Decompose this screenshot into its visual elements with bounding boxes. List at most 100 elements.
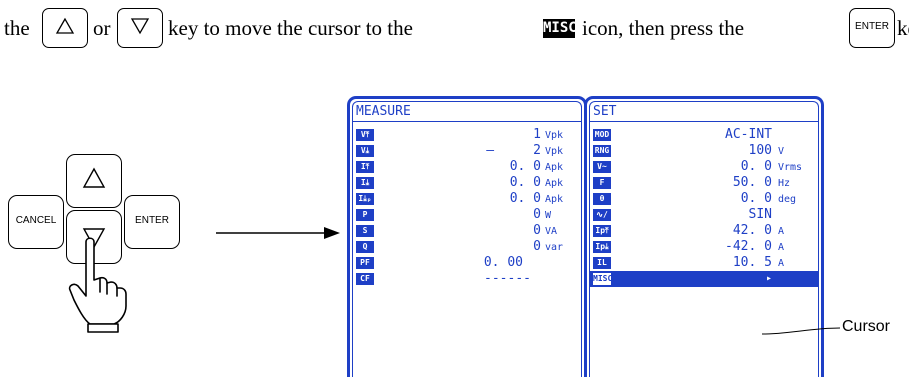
measure-screen-title: MEASURE	[353, 102, 581, 122]
measure-row-value: 0	[533, 223, 541, 238]
instruction-line: the or key to move the cursor to the MIS…	[4, 8, 909, 50]
enter-key-label: ENTER	[855, 21, 889, 32]
set-row-tag: RNG	[593, 145, 611, 157]
measure-row-value: 1	[533, 127, 541, 142]
cursor-label: Cursor	[842, 318, 891, 335]
instruction-text-2: or	[93, 16, 111, 40]
measure-row-unit: Apk	[545, 178, 564, 189]
measure-row-tag: I⤓ₚ	[356, 193, 374, 205]
set-row-value: 0. 0	[740, 191, 772, 206]
measure-row-tag: I⤒	[356, 161, 374, 173]
set-row-range[interactable]: RNG 100 V	[590, 143, 818, 159]
measure-row-value: 0. 00	[483, 255, 523, 270]
measure-row-value: 0. 0	[509, 159, 541, 174]
measure-row-unit: var	[545, 242, 564, 253]
set-row-unit: A	[778, 226, 785, 237]
set-row-value: 100	[748, 143, 772, 158]
set-row-tag: Ip⤒	[593, 225, 611, 237]
measure-row-ipk-min: I⤓ 0. 0 Apk	[353, 175, 581, 191]
cancel-key-label: CANCEL	[15, 215, 57, 226]
set-row-unit: A	[778, 258, 785, 269]
set-row-value: 0. 0	[740, 159, 772, 174]
measure-row-power-factor: PF 0. 00	[353, 255, 581, 271]
set-row-waveform[interactable]: ∿∕ SIN	[590, 207, 818, 223]
up-key-icon	[42, 8, 88, 48]
measure-row-value: – 2	[486, 143, 541, 158]
set-row-unit: Vrms	[778, 162, 803, 173]
set-row-tag: IL	[593, 257, 611, 269]
set-row-value: 42. 0	[732, 223, 772, 238]
measure-screen: MEASURE V⤒ 1 Vpk V⤓ – 2 Vpk I⤒ 0. 0 Apk …	[347, 96, 587, 377]
cursor-leader-line	[761, 327, 841, 335]
arrow-right-icon	[216, 227, 340, 239]
set-screen-title: SET	[590, 102, 818, 122]
measure-row-vpk-max: V⤒ 1 Vpk	[353, 127, 581, 143]
set-row-tag: ∿∕	[593, 209, 611, 221]
measure-row-tag: CF	[356, 273, 374, 285]
down-key-icon	[117, 8, 163, 48]
measure-row-reactive-power: Q 0 var	[353, 239, 581, 255]
enter-key-label: ENTER	[135, 215, 169, 226]
up-key[interactable]	[66, 154, 122, 208]
set-row-phase[interactable]: θ 0. 0 deg	[590, 191, 818, 207]
submenu-arrow-icon: ▸	[765, 273, 772, 284]
enter-key-icon: ENTER	[849, 8, 895, 48]
measure-row-ipk-hold: I⤓ₚ 0. 0 Apk	[353, 191, 581, 207]
measure-row-value: 0. 0	[509, 191, 541, 206]
measure-row-tag: V⤓	[356, 145, 374, 157]
instruction-text-4: icon, then press the	[582, 16, 745, 40]
set-row-voltage[interactable]: V~ 0. 0 Vrms	[590, 159, 818, 175]
set-row-current-limit[interactable]: IL 10. 5 A	[590, 255, 818, 271]
measure-row-unit: Vpk	[545, 146, 564, 157]
set-row-mode[interactable]: MOD AC-INT	[590, 127, 818, 143]
cancel-key[interactable]: CANCEL	[8, 195, 64, 249]
measure-row-value: 0	[533, 239, 541, 254]
set-row-ipk-limit-pos[interactable]: Ip⤒ 42. 0 A	[590, 223, 818, 239]
measure-row-unit: Vpk	[545, 130, 564, 141]
measure-row-tag: P	[356, 209, 374, 221]
enter-key[interactable]: ENTER	[124, 195, 180, 249]
measure-row-tag: Q	[356, 241, 374, 253]
set-row-value: AC-INT	[725, 127, 772, 142]
set-row-unit: deg	[778, 194, 797, 205]
measure-row-tag: S	[356, 225, 374, 237]
set-row-value: 50. 0	[732, 175, 772, 190]
measure-row-unit: VA	[545, 226, 558, 237]
set-row-unit: A	[778, 242, 785, 253]
instruction-text-3: key to move the cursor to the	[168, 16, 413, 40]
set-row-ipk-limit-neg[interactable]: Ip⤓ -42. 0 A	[590, 239, 818, 255]
measure-row-value: 0	[533, 207, 541, 222]
set-row-tag: θ	[593, 193, 611, 205]
measure-row-apparent-power: S 0 VA	[353, 223, 581, 239]
measure-row-value: ------	[484, 271, 531, 286]
measure-row-tag: PF	[356, 257, 374, 269]
up-triangle-icon	[82, 167, 106, 188]
measure-row-value: 0. 0	[509, 175, 541, 190]
measure-row-power: P 0 W	[353, 207, 581, 223]
set-row-tag: F	[593, 177, 611, 189]
pointing-hand-icon	[68, 237, 127, 333]
set-row-tag: Ip⤓	[593, 241, 611, 253]
measure-row-tag: V⤒	[356, 129, 374, 141]
measure-row-tag: I⤓	[356, 177, 374, 189]
set-row-tag: MOD	[593, 129, 611, 141]
set-row-tag: MISC	[593, 273, 611, 285]
instruction-text-1: the	[4, 16, 30, 40]
set-row-unit: V	[778, 146, 785, 157]
measure-row-unit: Apk	[545, 194, 564, 205]
set-row-unit: Hz	[778, 178, 791, 189]
set-row-value: -42. 0	[725, 239, 772, 254]
measure-row-ipk-max: I⤒ 0. 0 Apk	[353, 159, 581, 175]
misc-icon: MISC	[543, 19, 577, 38]
instruction-text-5: ke	[897, 16, 909, 40]
measure-row-vpk-min: V⤓ – 2 Vpk	[353, 143, 581, 159]
set-row-value: 10. 5	[732, 255, 772, 270]
set-row-frequency[interactable]: F 50. 0 Hz	[590, 175, 818, 191]
measure-row-unit: Apk	[545, 162, 564, 173]
set-screen: SET MOD AC-INT RNG 100 V V~ 0. 0 Vrms F …	[584, 96, 824, 377]
set-row-misc-selected[interactable]: MISC ▸	[590, 271, 818, 287]
set-row-value: SIN	[748, 207, 772, 222]
set-row-tag: V~	[593, 161, 611, 173]
measure-row-unit: W	[545, 210, 552, 221]
measure-row-crest-factor: CF ------	[353, 271, 581, 287]
